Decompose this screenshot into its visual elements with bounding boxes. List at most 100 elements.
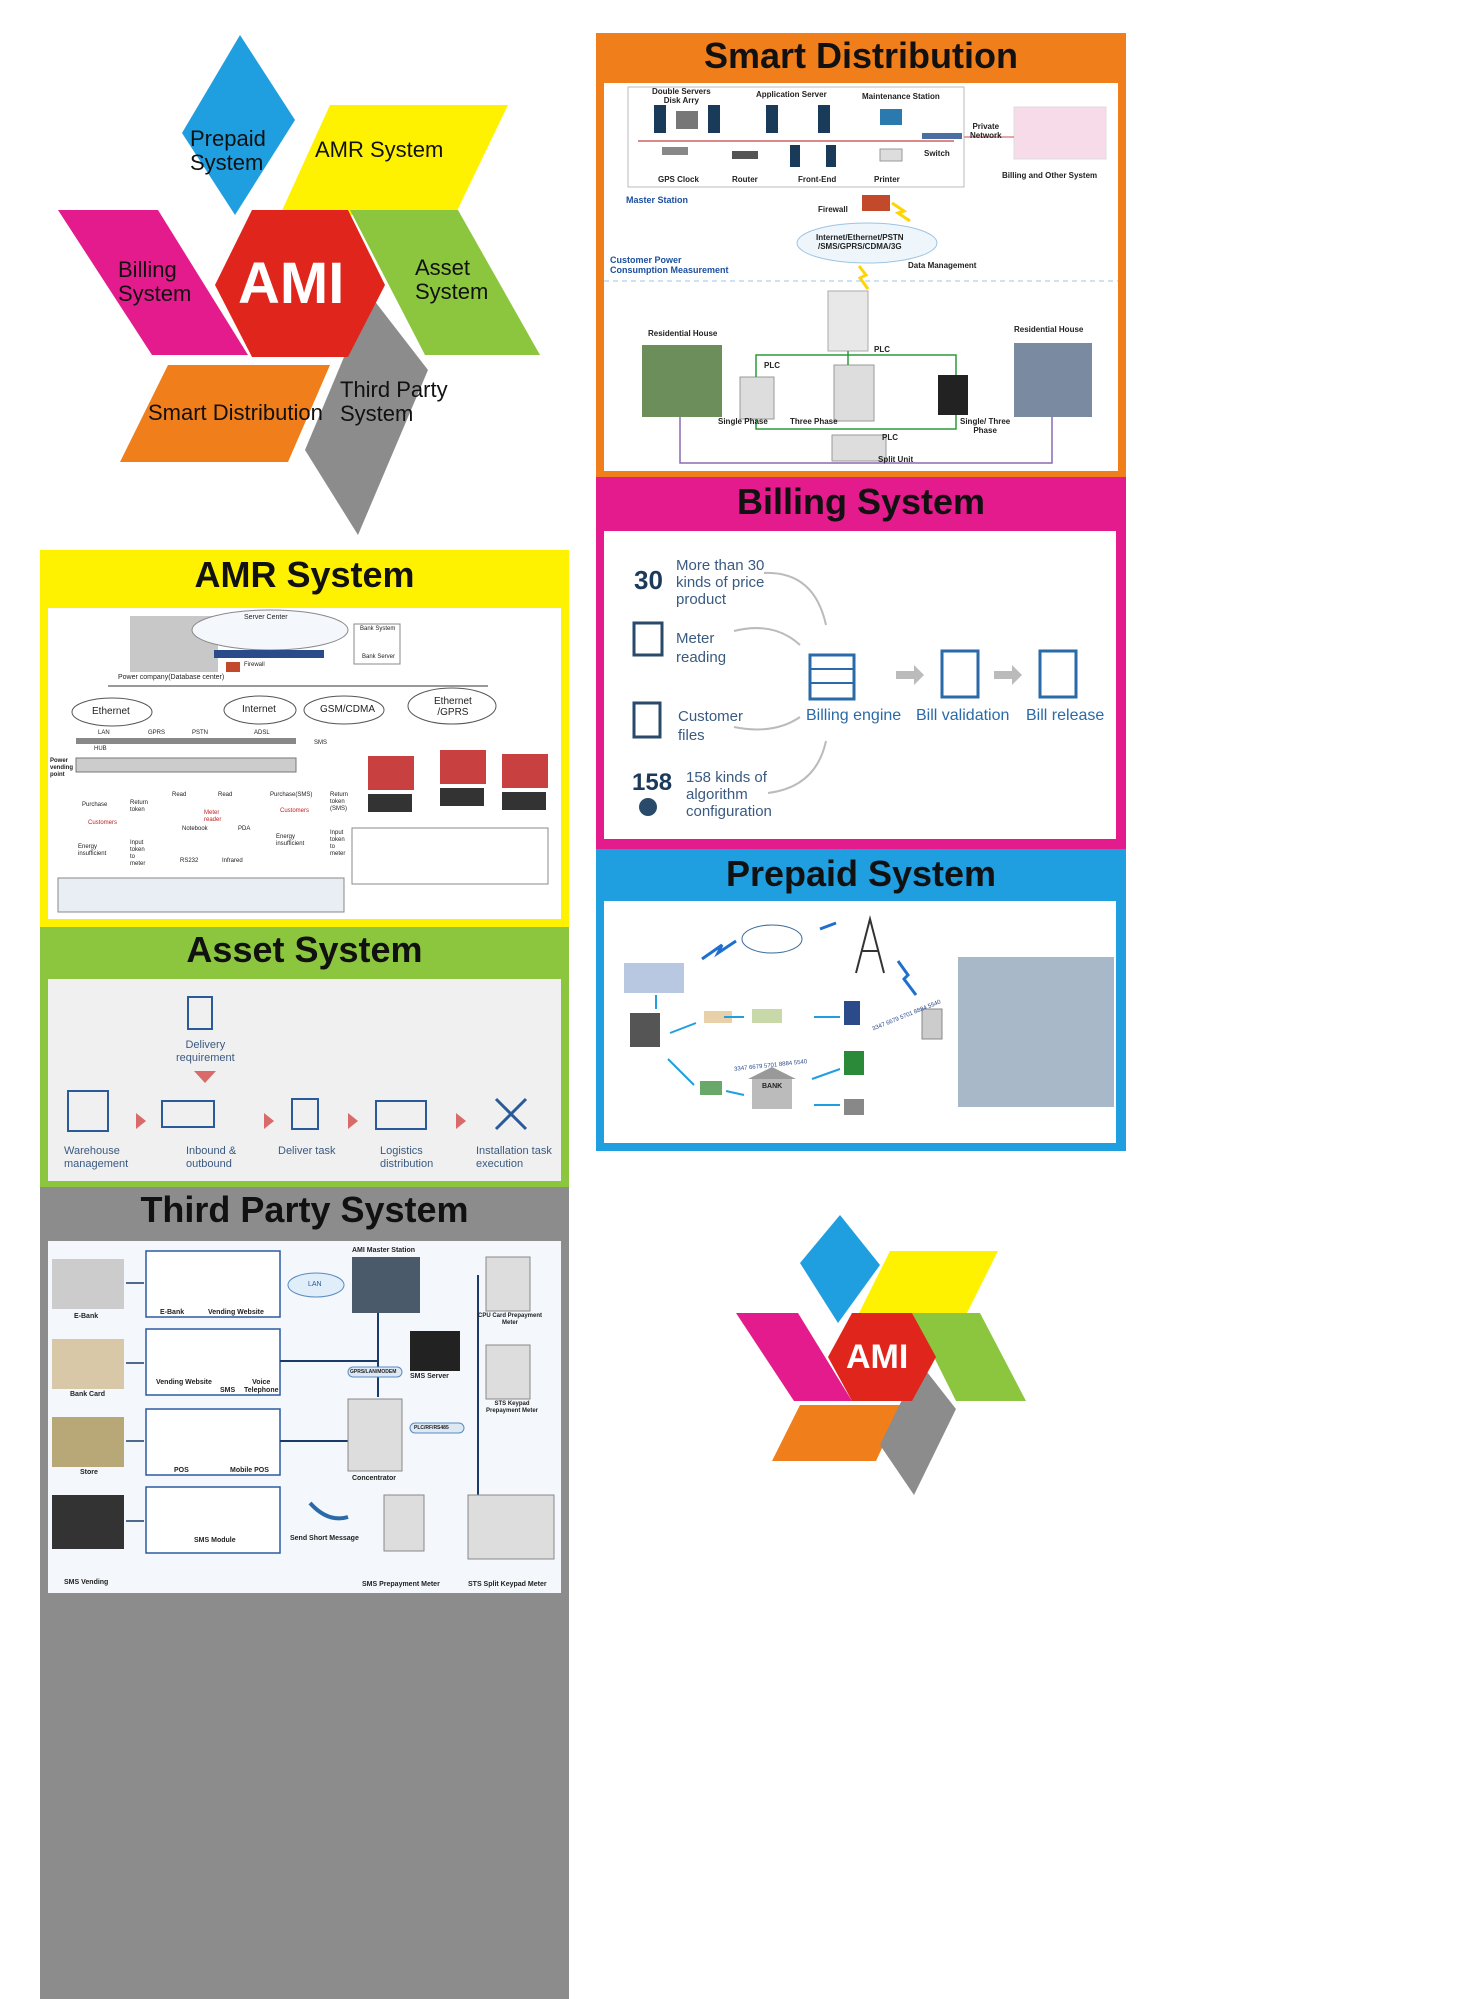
amr-adsl: ADSL	[254, 730, 270, 736]
prepaid-illustration	[624, 915, 1114, 1115]
ami-master-image	[352, 1257, 420, 1313]
arrow-card-to-operator	[667, 1058, 695, 1086]
plc-green-bottom	[755, 415, 957, 430]
plc-green-lines	[755, 354, 957, 377]
tp-store: Store	[80, 1469, 98, 1476]
billing-engine-icon	[808, 653, 856, 701]
app-server-icon-2	[818, 105, 830, 133]
hero-billing-label: Billing System	[118, 257, 192, 306]
label-plc-top: PLC	[874, 345, 890, 354]
amr-infrared: Infrared	[222, 858, 243, 864]
tp-plc-rf: PLC/RF/RS485	[414, 1425, 449, 1431]
printer-icon	[879, 148, 903, 162]
asset-system-diagram: Delivery requirement Warehouse managemen…	[48, 979, 561, 1181]
algorithm-gear-icon	[639, 798, 657, 816]
asset-system-panel: Asset System Delivery requirement Wareho…	[40, 927, 569, 1187]
label-printer: Printer	[874, 175, 900, 184]
asset-step-inbound: Inbound & outbound	[186, 1145, 237, 1170]
label-billing-other: Billing and Other System	[1002, 171, 1098, 180]
amr-read-2: Read	[218, 792, 233, 798]
truck-icon	[375, 1100, 427, 1130]
tp-vending-website-2: Vending Website	[156, 1379, 212, 1386]
third-party-system-panel: Third Party System	[40, 1187, 569, 1999]
single-three-phase-meter-image	[938, 375, 968, 415]
amr-lan: LAN	[98, 730, 110, 736]
amr-gprs: GPRS	[148, 730, 166, 736]
tp-sts-split: STS Split Keypad Meter	[468, 1581, 547, 1588]
tower-icon	[855, 915, 885, 974]
arrow-from-price	[763, 571, 827, 626]
billing-price-label: More than 30 kinds of price product	[676, 557, 765, 608]
vending-machine-2	[440, 788, 484, 806]
tp-sms-meter: SMS Prepayment Meter	[362, 1581, 440, 1588]
gps-icon	[662, 147, 688, 155]
customer-files-icon	[632, 701, 662, 739]
third-party-diagram: E-Bank E-Bank Vending Website Bank Card …	[48, 1241, 561, 1593]
walking-person-icon	[844, 1001, 860, 1025]
store-money-image	[52, 1417, 124, 1467]
gprs-lan-modem-pill	[347, 1366, 403, 1378]
amr-bank-system: Bank System	[360, 626, 396, 632]
tp-vending-website: Vending Website	[208, 1309, 264, 1316]
amr-input-1: Input token to meter	[130, 840, 146, 867]
billing-system-diagram: 30 158 More than 30 kinds of price produ…	[604, 531, 1116, 839]
bank-label: BANK	[762, 1083, 783, 1090]
amr-notebook: Notebook	[182, 826, 208, 832]
amr-energy-2: Energy insufficient	[276, 834, 305, 847]
cash-icon	[752, 1009, 782, 1023]
sms-prepayment-meter-image	[383, 1494, 425, 1552]
small-petal-blue	[800, 1215, 880, 1323]
bill-release-icon	[1038, 649, 1078, 699]
third-party-system-title: Third Party System	[140, 1189, 469, 1230]
hero-smart-label: Smart Distribution	[148, 400, 323, 425]
prepaid-system-panel: Prepaid System	[596, 849, 1126, 1151]
pos-box	[145, 1408, 281, 1476]
laptop-user-icon	[844, 1099, 864, 1115]
prepaid-system-diagram: BANK 3347 6679 5701 8884 5540 3347 6679 …	[604, 901, 1116, 1143]
arrow-phone-to-bank	[811, 1068, 841, 1080]
sms-module-box	[145, 1486, 281, 1554]
purple-bottom-line	[679, 417, 1053, 464]
tp-master: AMI Master Station	[352, 1247, 416, 1254]
bill-validation-label: Bill validation	[916, 707, 1010, 724]
small-center-hexagon	[828, 1313, 936, 1401]
billing-system-title: Billing System	[736, 481, 986, 522]
label-data-management: Data Management	[908, 261, 977, 270]
cpu-card-meter-image	[485, 1256, 531, 1312]
arrow-engine-to-validation	[896, 665, 924, 685]
tp-cpu-meter: CPU Card Prepayment Meter	[478, 1313, 543, 1326]
residential-house-left-image	[642, 345, 722, 417]
ami-small-logo	[736, 1215, 1026, 1495]
card-hand-icon	[700, 1081, 722, 1095]
app-server-icon-1	[766, 105, 778, 133]
tp-send-sms: Send Short Message	[290, 1535, 359, 1542]
tp-lan: LAN	[308, 1281, 322, 1288]
label-customer-power: Customer Power Consumption Measurement	[610, 255, 729, 275]
asset-flow-illustration	[67, 996, 528, 1132]
bank-system-box	[353, 623, 401, 665]
meters-bus-box	[351, 827, 549, 885]
tp-bank-card: Bank Card	[70, 1391, 106, 1398]
step-arrow-2	[264, 1113, 274, 1129]
label-maintenance: Maintenance Station	[862, 92, 940, 101]
amr-pstn: PSTN	[192, 730, 209, 736]
sts-keypad-meter-image	[485, 1344, 531, 1400]
server-center-bar	[214, 650, 324, 658]
amr-system-title: AMR System	[194, 554, 415, 595]
sms-vending-pc-image	[52, 1495, 124, 1549]
bank-building-icon	[752, 1079, 792, 1109]
lightning-blue-2	[819, 921, 837, 931]
plc-rf-rs485-pill	[409, 1422, 465, 1434]
label-split-unit: Split Unit	[878, 455, 914, 464]
arrow-validation-to-release	[994, 665, 1022, 685]
asset-step-installation: Installation task execution	[476, 1145, 552, 1170]
router-icon	[732, 151, 758, 159]
phone-user-icon	[844, 1051, 864, 1075]
arrow-hand-to-operator	[669, 1022, 697, 1034]
maintenance-monitor-icon	[880, 109, 902, 125]
asset-step-logistics: Logistics distribution	[380, 1145, 434, 1170]
billing-system-panel: Billing System 30 158 More than 30 kinds…	[596, 477, 1126, 849]
prepaid-cloud	[741, 924, 803, 954]
ethernet-cloud	[71, 697, 153, 727]
split-unit-image	[831, 434, 887, 462]
